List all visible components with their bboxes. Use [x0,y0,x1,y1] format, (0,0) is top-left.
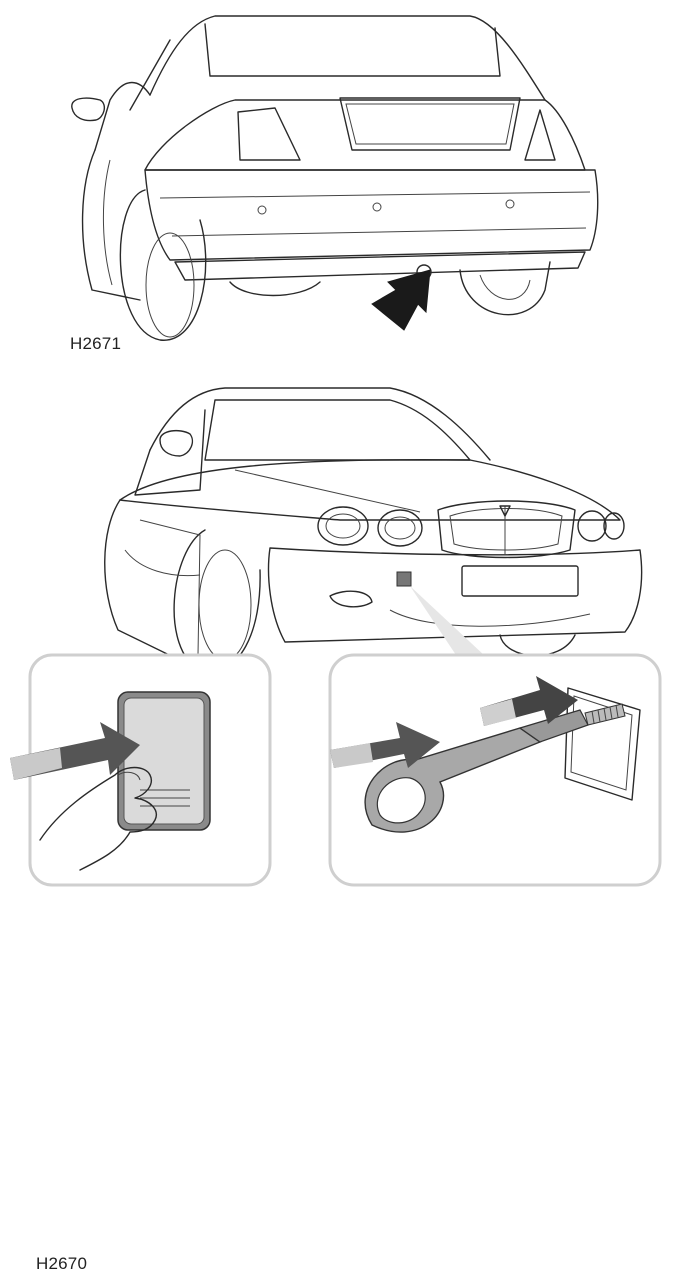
car-rear-icon [71,15,599,341]
arrow-icon [10,722,140,780]
hand-icon [39,766,157,871]
figure-reference-rear: H2671 [70,334,122,353]
inset-towing-eye [328,653,662,887]
arrow-icon [480,676,578,726]
figure-reference-front: H2670 [36,1254,88,1273]
car-front-icon [10,387,662,887]
towing-eye-icon [364,703,626,833]
front-view-figure: H2670 [0,370,678,1273]
arrow-icon [371,269,431,331]
rear-view-figure: H2671 [0,0,678,360]
arrow-icon [330,722,440,768]
